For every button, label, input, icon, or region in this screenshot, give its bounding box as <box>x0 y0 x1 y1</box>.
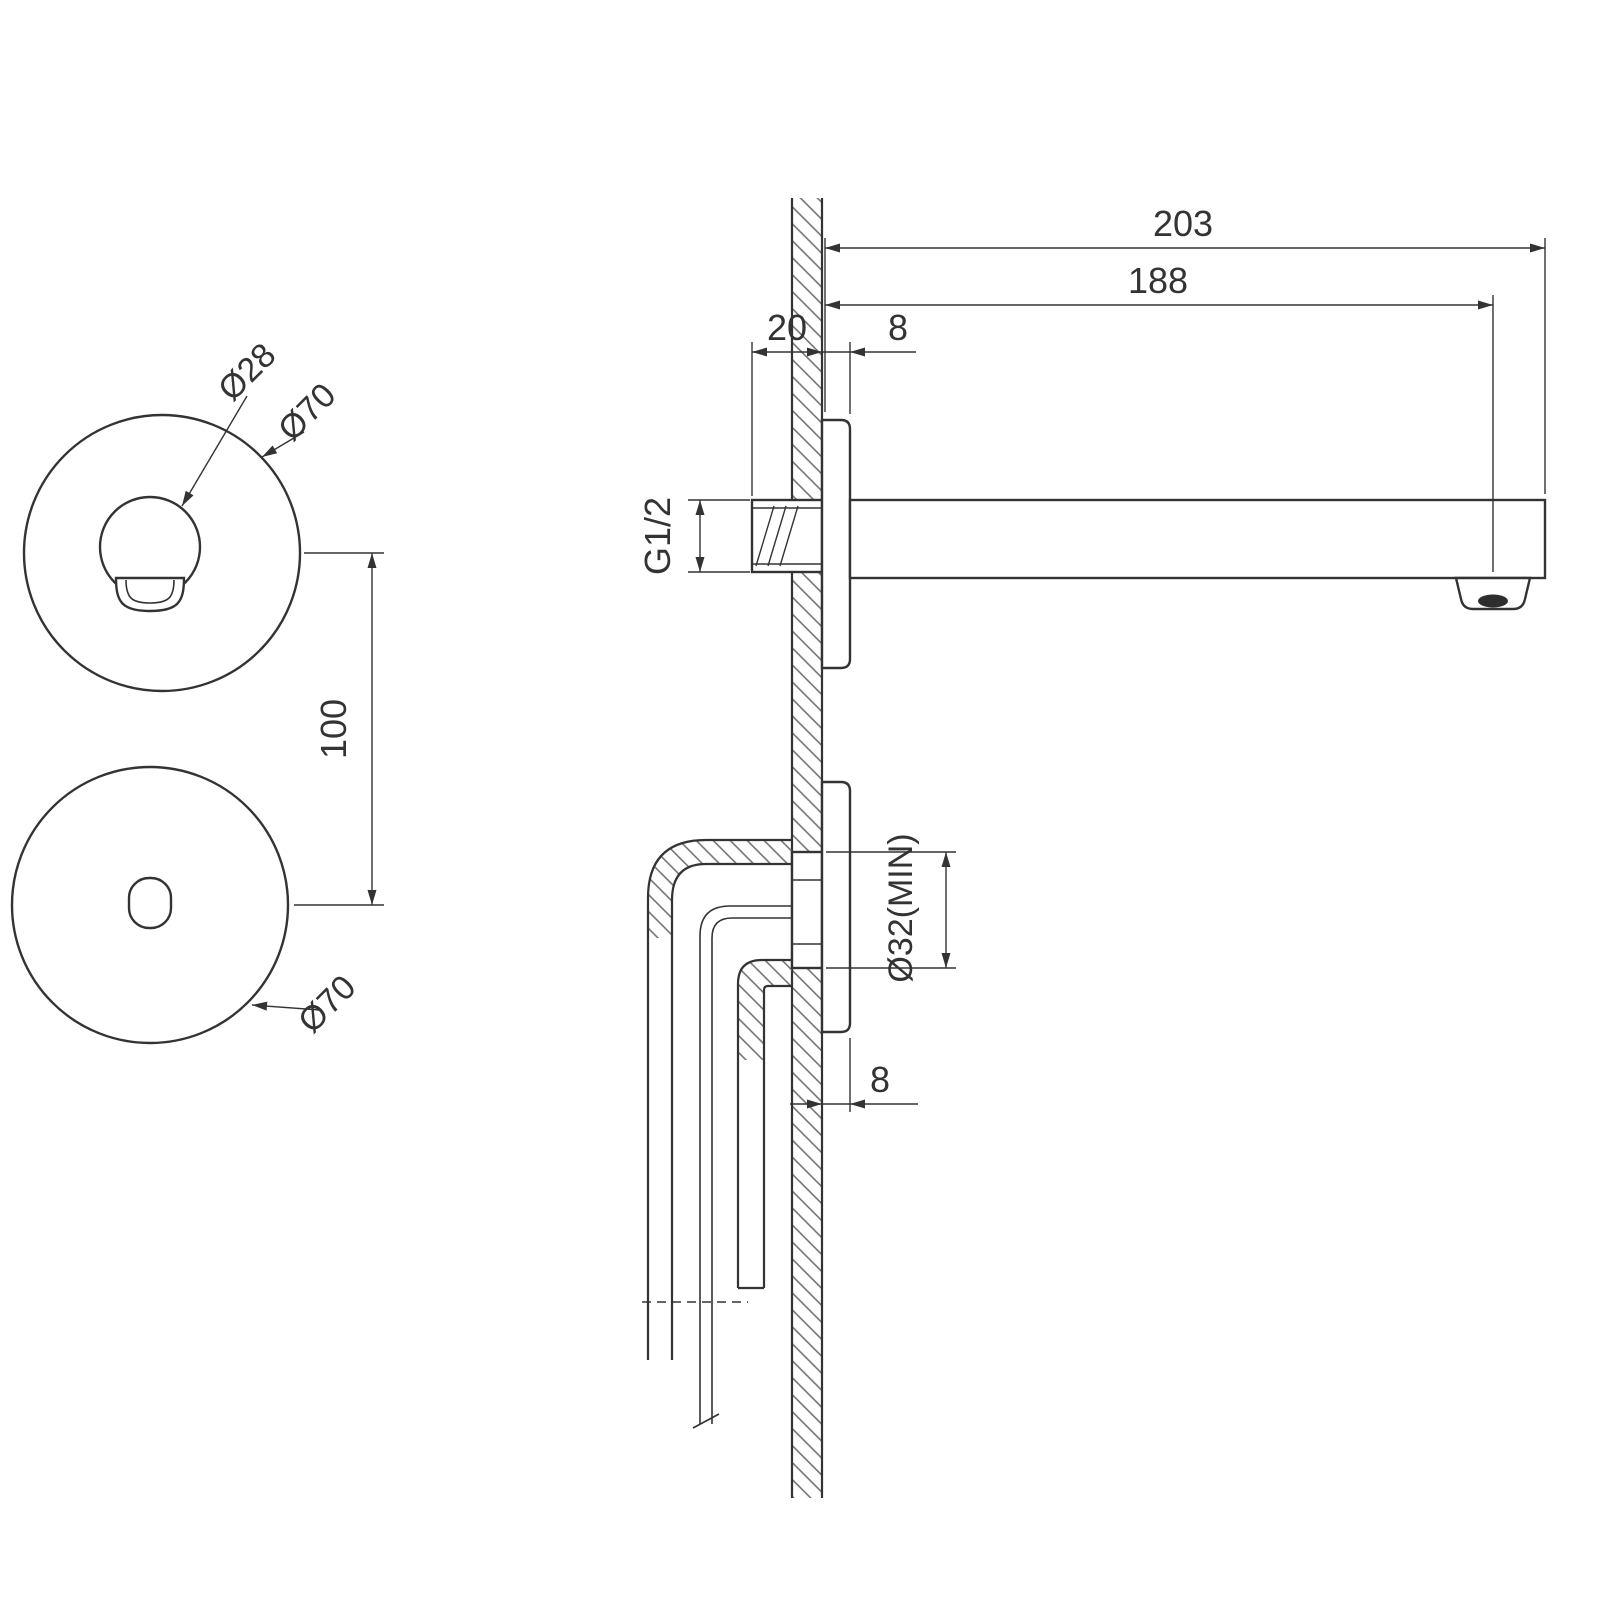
sensor-front-window <box>127 876 173 930</box>
supply-hose-outer-line <box>736 958 792 1288</box>
dim-sensor-flange-thickness-label: 8 <box>870 1059 890 1100</box>
sensor-flange <box>820 780 852 1034</box>
dimension-annotations: 203 188 20 8 G1/2 Ø32(MIN) 8 Ø28 Ø70 100… <box>181 203 1546 1112</box>
dim-thread-size-label: G1/2 <box>637 497 678 575</box>
spout-tube <box>848 498 1547 580</box>
supply-hose-inner-line <box>762 984 792 1288</box>
spout-assembly-side-view <box>750 418 1547 670</box>
thread-hatch-tick <box>755 505 775 567</box>
aerator-body <box>1454 576 1532 611</box>
dim-thread-length-label: 20 <box>767 307 807 348</box>
dim-sensor-flange-diameter-label: Ø70 <box>291 968 363 1040</box>
wall-hatch <box>792 198 822 1498</box>
conduit-bracket-outer-line <box>646 838 792 1360</box>
sensor-cable-end-cut <box>692 1413 720 1429</box>
aerator-outlet <box>1478 594 1508 608</box>
control-body <box>790 850 824 970</box>
leader-spout-flange-diameter <box>261 431 305 458</box>
spout-front-aerator-rim <box>125 579 175 604</box>
dim-overall-length-label: 203 <box>1153 203 1213 244</box>
dim-spout-flange-thickness-label: 8 <box>888 307 908 348</box>
wall-section <box>790 198 824 1498</box>
conduit-bracket-section <box>648 840 792 938</box>
sensor-assembly-side-view <box>642 780 852 1429</box>
thread-hatch-tick <box>767 505 787 567</box>
sensor-front-view <box>10 765 290 1045</box>
sensor-cable-left-line <box>699 905 792 1424</box>
sensor-cable-right-line <box>711 917 792 1424</box>
dim-spout-reach-label: 188 <box>1128 260 1188 301</box>
thread-hatch-tick <box>779 505 799 567</box>
leader-sensor-flange-diameter <box>251 1001 321 1011</box>
dim-center-distance-label: 100 <box>313 699 354 759</box>
spout-flange <box>820 418 852 670</box>
dim-spout-flange-diameter-label: Ø70 <box>271 376 343 448</box>
thread-connector <box>750 498 824 574</box>
conduit-bracket-inner-line <box>670 862 792 1360</box>
dim-hole-diameter-label: Ø32(MIN) <box>882 833 920 982</box>
spout-front-view <box>22 413 302 693</box>
spout-front-aerator <box>114 576 186 613</box>
thread-hatch <box>755 505 799 567</box>
leader-spout-outlet-diameter <box>181 395 248 507</box>
dim-spout-outlet-diameter-label: Ø28 <box>211 336 283 408</box>
